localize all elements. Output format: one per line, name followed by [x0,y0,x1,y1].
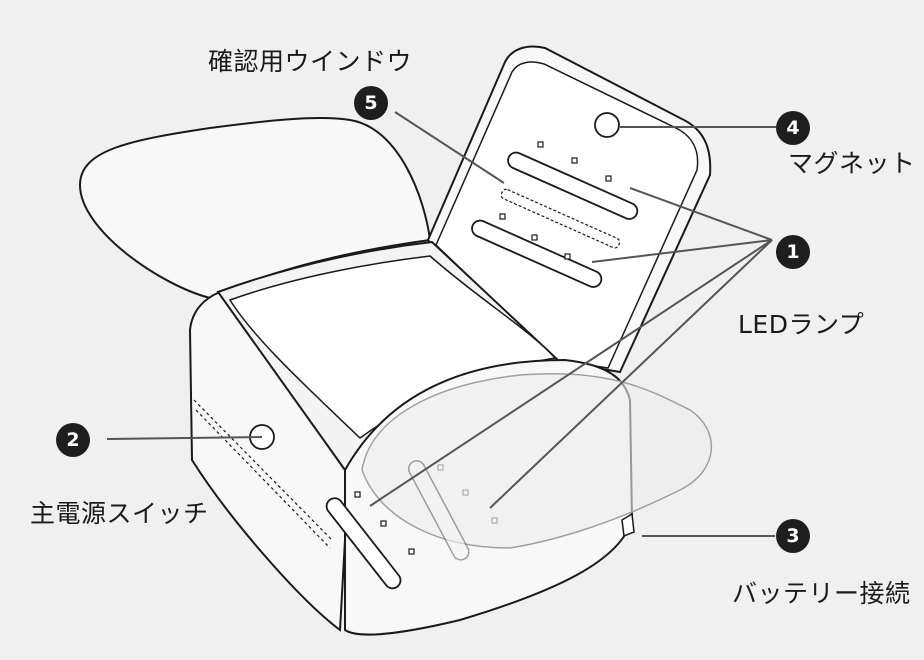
callout-label-led: LEDランプ [738,310,865,339]
leader-line-1b [591,239,773,263]
callout-label-power-switch: 主電源スイッチ [30,499,209,528]
led-strip-upper [507,141,639,220]
leader-line-1a [629,187,773,241]
leader-line-2 [106,436,263,440]
callout-badge-2: 2 [56,423,90,457]
box-left-side [188,290,346,632]
magnet-circle [594,112,620,138]
zipper-stitch-a [193,399,333,541]
callout-badge-3: 3 [776,519,810,553]
led-strip-flap [407,460,498,561]
leader-line-1c [369,239,773,507]
callout-badge-5: 5 [354,86,388,120]
leader-line-5 [394,111,505,184]
led-strip-lower [471,213,603,288]
back-lid-inner [435,61,699,369]
battery-connector [621,512,635,538]
box-opening [228,255,557,439]
led-strip-front [325,491,415,590]
front-flap-translucent [361,372,713,549]
leader-lines [106,111,778,537]
callout-badge-4: 4 [776,111,810,145]
callout-badge-1: 1 [776,235,810,269]
zipper-stitch-b [195,409,331,549]
callout-label-window: 確認用ウインドウ [208,47,413,76]
confirmation-window [500,188,621,249]
callout-label-magnet: マグネット [788,149,916,178]
leader-line-1d [489,239,773,509]
callout-label-battery: バッテリー接続 [732,579,911,608]
left-lid [78,117,432,300]
